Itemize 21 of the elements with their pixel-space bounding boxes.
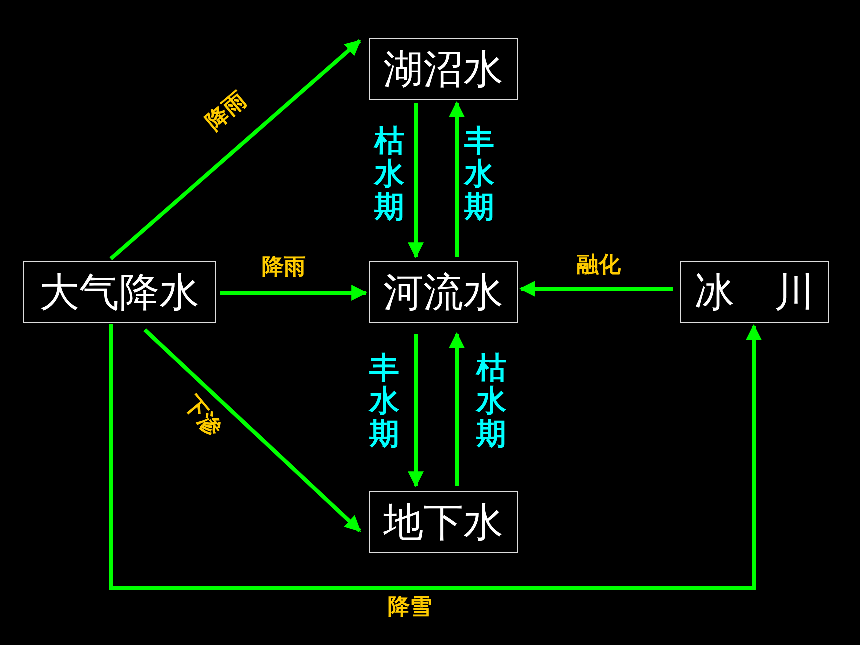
edge-label: 丰水期 [368, 352, 401, 451]
edge-label: 融化 [577, 254, 621, 278]
arrow [144, 328, 362, 532]
arrow [109, 324, 762, 590]
text-box: 冰 川 [680, 261, 829, 323]
arrow [408, 334, 424, 488]
text-box: 湖沼水 [369, 38, 518, 100]
arrow [449, 332, 465, 486]
edge-label: 丰水期 [463, 125, 496, 224]
edge-label: 枯水期 [475, 352, 508, 451]
text-box: 地下水 [369, 491, 518, 553]
arrow [449, 101, 465, 257]
edge-label: 枯水期 [373, 125, 406, 224]
arrow [519, 281, 673, 297]
edge-label: 降雪 [388, 596, 432, 620]
arrow [408, 103, 424, 259]
arrow [220, 285, 368, 301]
text-box: 河流水 [369, 261, 518, 323]
text-box: 大气降水 [23, 261, 216, 323]
edge-label: 降雨 [262, 256, 306, 280]
arrow [110, 40, 362, 260]
